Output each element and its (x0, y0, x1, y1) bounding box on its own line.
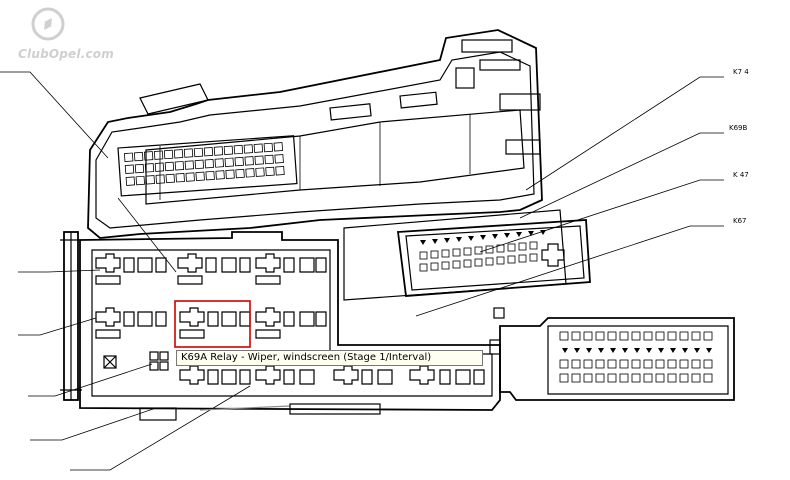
callout-k69b[interactable]: K69B (729, 124, 747, 132)
upper-connector-grid (123, 142, 285, 186)
callout-k74[interactable]: K7 4 (733, 68, 749, 76)
middle-connector-pins (419, 230, 565, 272)
relay-tooltip: K69A Relay - Wiper, windscreen (Stage 1/… (176, 350, 483, 366)
lower-housing (60, 231, 501, 421)
callout-k47[interactable]: K 47 (733, 171, 749, 179)
relay-row-3 (179, 365, 485, 385)
k69a-relay-highlight[interactable] (174, 300, 251, 348)
small-square-icon (103, 355, 117, 369)
opel-logo-icon (31, 7, 65, 41)
right-connector-pins (559, 331, 713, 383)
relay-sockets (95, 253, 505, 385)
upper-housing (87, 29, 543, 239)
callout-k67[interactable]: K67 (733, 217, 747, 225)
right-connector (499, 317, 735, 401)
logo-text: ClubOpel.com (18, 47, 114, 61)
relay-row-2 (95, 307, 327, 339)
relay-row-1 (95, 253, 327, 285)
leader-lines-right (415, 76, 724, 317)
middle-connector (343, 209, 591, 301)
leader-lines-left (0, 71, 251, 471)
